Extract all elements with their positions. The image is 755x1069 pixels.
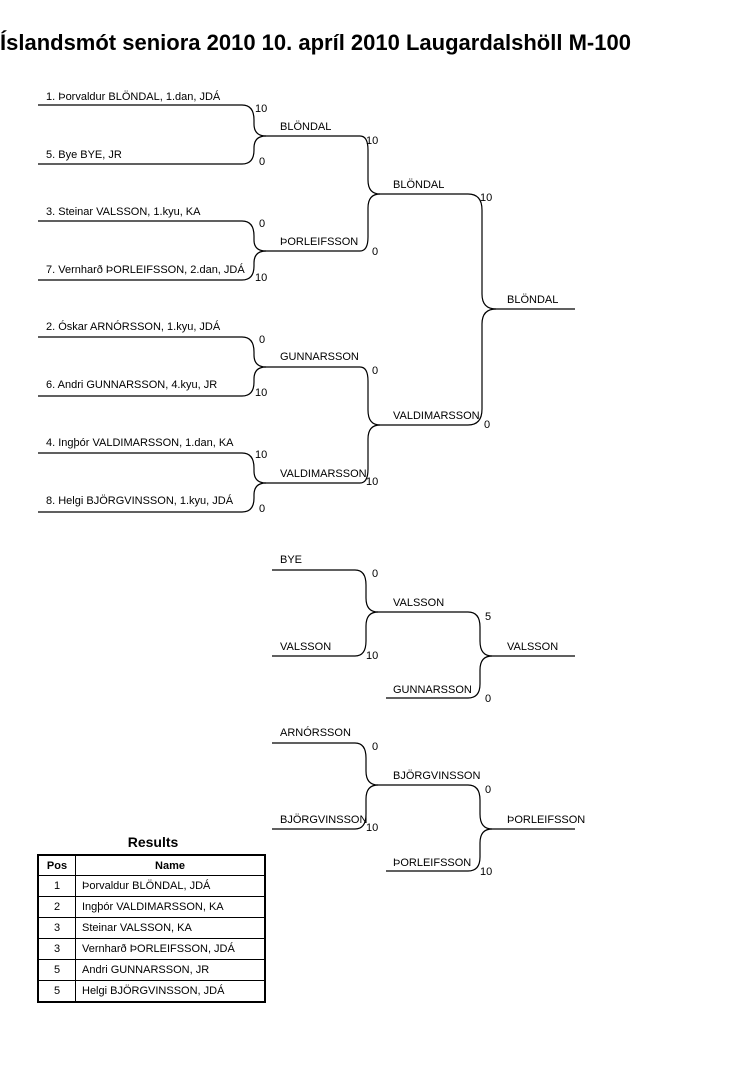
repechage-semi-name: VALSSON [393, 597, 444, 609]
score: 10 [255, 449, 267, 461]
score: 0 [259, 218, 265, 230]
round3-name: BLÖNDAL [393, 179, 444, 191]
entrant-label: 5. Bye BYE, JR [46, 149, 122, 161]
name-cell: Vernharð ÞORLEIFSSON, JDÁ [75, 938, 266, 960]
results-table: Pos Name 1 Þorvaldur BLÖNDAL, JDÁ 2 Ingþ… [37, 854, 266, 1003]
score: 0 [259, 334, 265, 346]
table-row: 3 Steinar VALSSON, KA [37, 917, 266, 939]
score: 0 [485, 693, 491, 705]
repechage-opponent: GUNNARSSON [393, 684, 472, 696]
name-header: Name [75, 854, 266, 876]
repechage-winner: ÞORLEIFSSON [507, 814, 585, 826]
score: 10 [480, 192, 492, 204]
score: 10 [255, 272, 267, 284]
results-title: Results [127, 834, 179, 850]
repechage-opponent: ÞORLEIFSSON [393, 857, 471, 869]
entrant-label: 7. Vernharð ÞORLEIFSSON, 2.dan, JDÁ [46, 263, 245, 276]
score: 10 [480, 866, 492, 878]
table-row: 5 Helgi BJÖRGVINSSON, JDÁ [37, 980, 266, 1003]
table-row: 1 Þorvaldur BLÖNDAL, JDÁ [37, 875, 266, 897]
repechage-entrant: ARNÓRSSON [280, 726, 351, 739]
score: 10 [255, 387, 267, 399]
entrant-label: 1. Þorvaldur BLÖNDAL, 1.dan, JDÁ [46, 90, 221, 103]
results-header-row: Pos Name [37, 854, 266, 876]
score: 10 [366, 476, 378, 488]
pos-cell: 1 [37, 875, 76, 897]
repechage-entrant: BJÖRGVINSSON [280, 814, 367, 826]
score: 0 [372, 741, 378, 753]
score: 10 [366, 135, 378, 147]
score: 0 [372, 246, 378, 258]
score: 10 [366, 650, 378, 662]
name-cell: Steinar VALSSON, KA [75, 917, 266, 939]
pos-cell: 3 [37, 938, 76, 960]
name-cell: Andri GUNNARSSON, JR [75, 959, 266, 981]
pos-header: Pos [37, 854, 76, 876]
name-cell: Helgi BJÖRGVINSSON, JDÁ [75, 980, 266, 1003]
round3-name: VALDIMARSSON [393, 410, 480, 422]
repechage-winner: VALSSON [507, 641, 558, 653]
entrant-label: 2. Óskar ARNÓRSSON, 1.kyu, JDÁ [46, 320, 221, 333]
score: 0 [259, 156, 265, 168]
table-row: 2 Ingþór VALDIMARSSON, KA [37, 896, 266, 918]
pos-cell: 5 [37, 980, 76, 1003]
score: 5 [485, 611, 491, 623]
score: 10 [255, 103, 267, 115]
table-row: 3 Vernharð ÞORLEIFSSON, JDÁ [37, 938, 266, 960]
score: 0 [484, 419, 490, 431]
repechage-entrant: BYE [280, 554, 302, 566]
bracket-lines [38, 104, 575, 872]
entrant-label: 6. Andri GUNNARSSON, 4.kyu, JR [46, 379, 217, 391]
pos-cell: 3 [37, 917, 76, 939]
page-title: Íslandsmót seniora 2010 10. apríl 2010 L… [0, 30, 631, 55]
pos-cell: 2 [37, 896, 76, 918]
name-cell: Ingþór VALDIMARSSON, KA [75, 896, 266, 918]
pos-cell: 5 [37, 959, 76, 981]
final-winner: BLÖNDAL [507, 294, 558, 306]
repechage-semi-name: BJÖRGVINSSON [393, 770, 480, 782]
name-cell: Þorvaldur BLÖNDAL, JDÁ [75, 875, 266, 897]
table-row: 5 Andri GUNNARSSON, JR [37, 959, 266, 981]
repechage-entrant: VALSSON [280, 641, 331, 653]
entrant-label: 4. Ingþór VALDIMARSSON, 1.dan, KA [46, 437, 234, 449]
round2-name: VALDIMARSSON [280, 468, 367, 480]
score: 0 [259, 503, 265, 515]
entrant-label: 3. Steinar VALSSON, 1.kyu, KA [46, 206, 201, 218]
score: 0 [372, 365, 378, 377]
score: 0 [372, 568, 378, 580]
round2-name: GUNNARSSON [280, 351, 359, 363]
round2-name: ÞORLEIFSSON [280, 236, 358, 248]
score: 10 [366, 822, 378, 834]
score: 0 [485, 784, 491, 796]
entrant-label: 8. Helgi BJÖRGVINSSON, 1.kyu, JDÁ [46, 494, 234, 507]
round2-name: BLÖNDAL [280, 121, 331, 133]
